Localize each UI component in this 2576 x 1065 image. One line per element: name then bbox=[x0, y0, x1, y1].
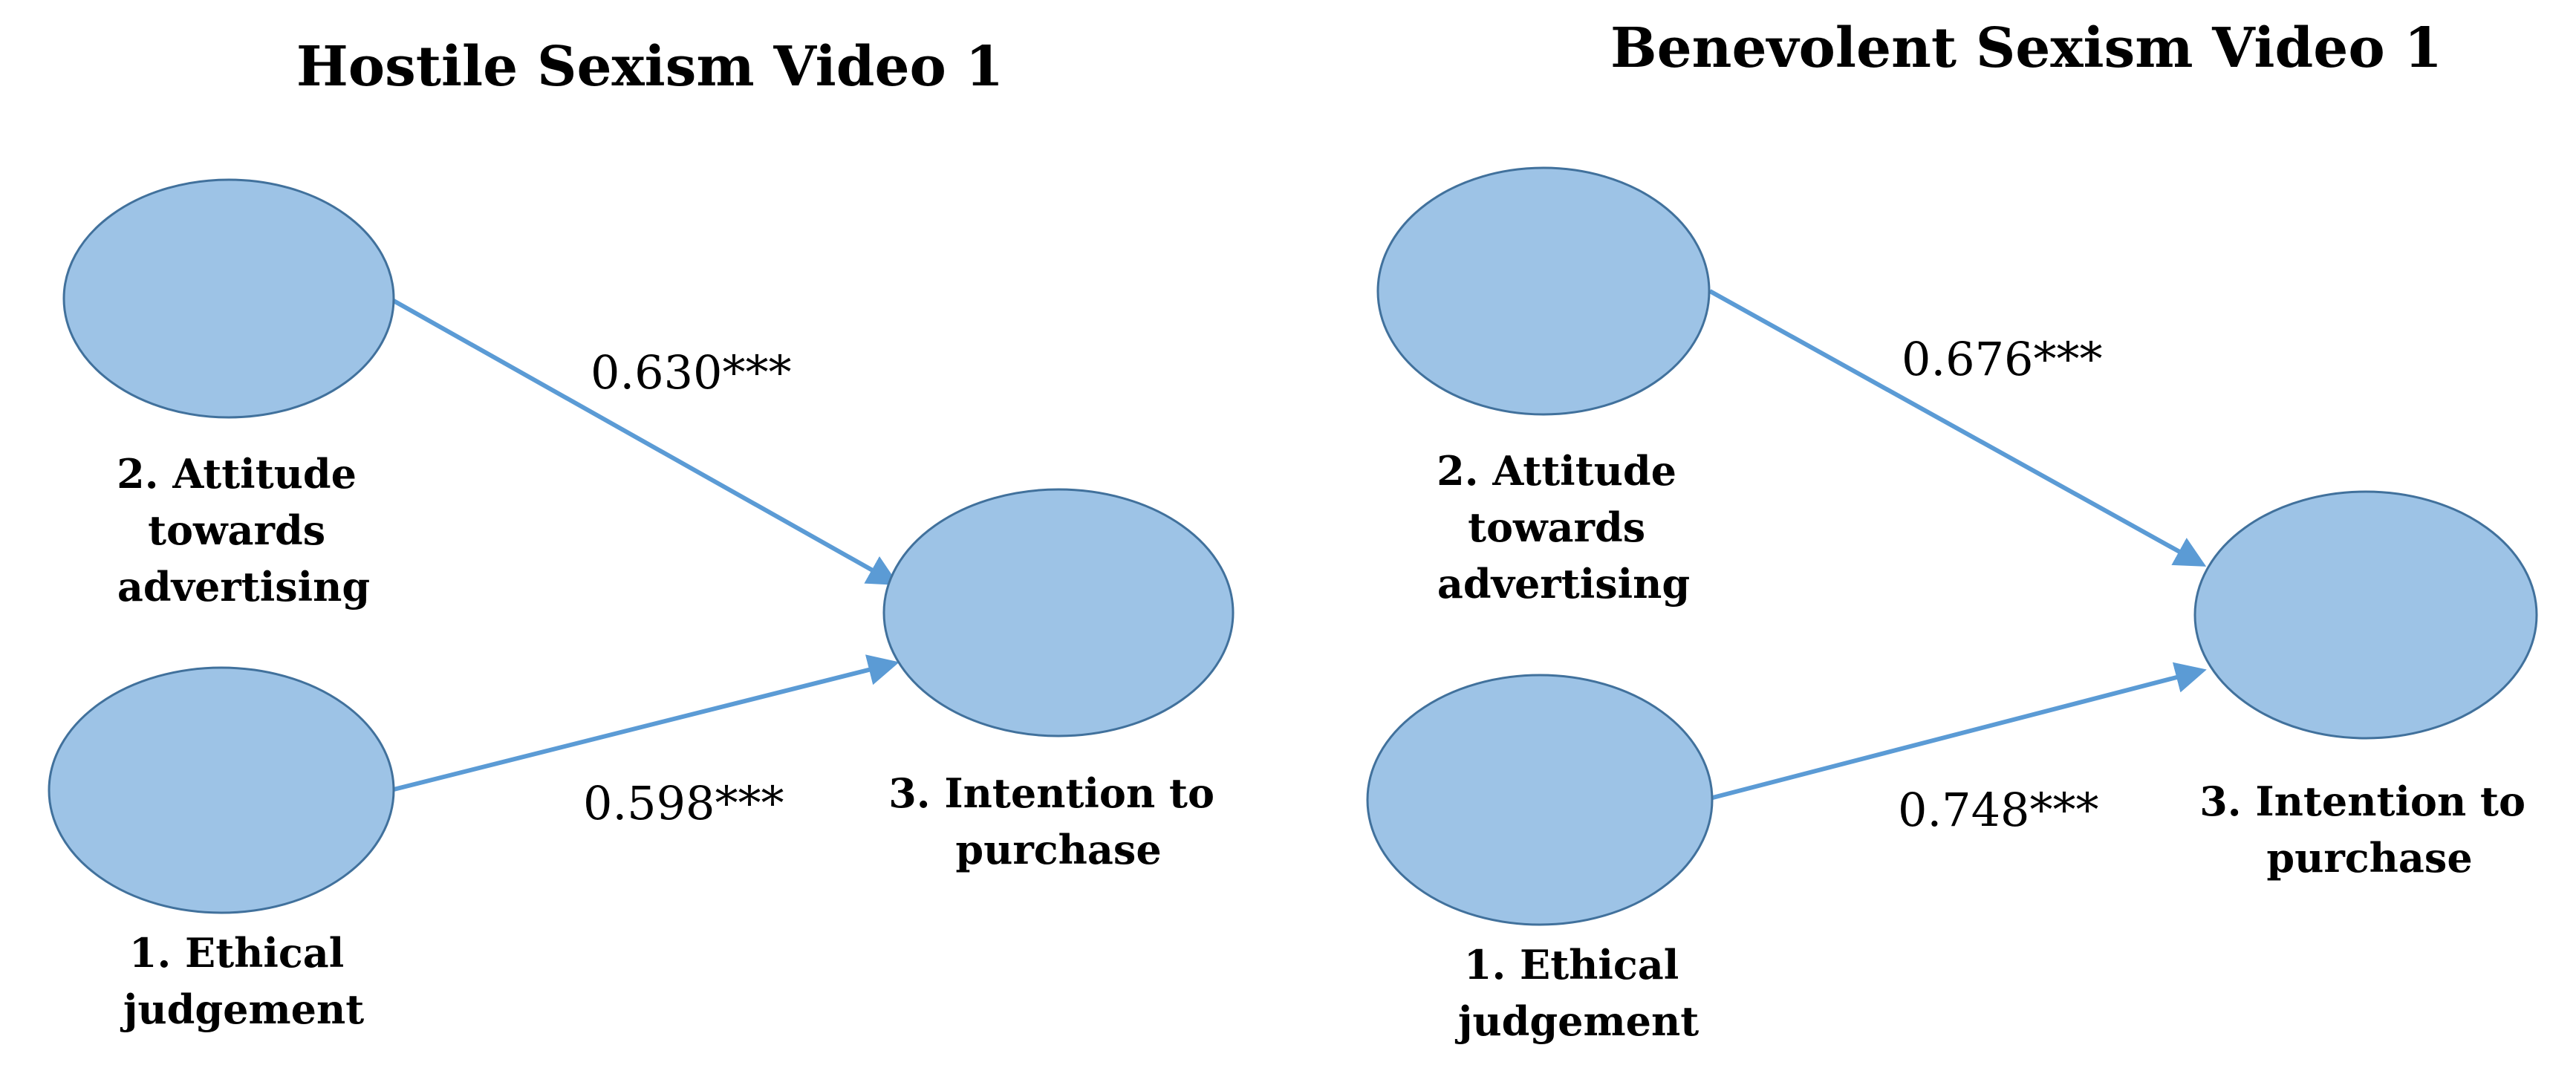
label-line: towards bbox=[148, 507, 325, 554]
label-line: judgement bbox=[120, 986, 364, 1033]
label-line: 2. Attitude bbox=[117, 450, 357, 498]
node-intention-to-purchase bbox=[882, 488, 1235, 737]
label-line: 1. Ethical bbox=[1464, 941, 1679, 989]
panel-hostile-sexism: Hostile Sexism Video 1 0.630*** 0.598***… bbox=[48, 35, 1235, 1033]
label-line: 1. Ethical bbox=[129, 929, 344, 977]
node-intention-to-purchase bbox=[2193, 490, 2538, 740]
panel-benevolent-sexism: Benevolent Sexism Video 1 0.676*** 0.748… bbox=[1366, 16, 2540, 1045]
node-ethical-judgement bbox=[1366, 674, 1714, 926]
node-label-attitude: 2. Attitude towards advertising bbox=[117, 450, 371, 610]
label-line: advertising bbox=[117, 563, 370, 610]
node-attitude-towards-advertising bbox=[62, 178, 395, 419]
path-arrow-ethical-to-intention bbox=[1709, 662, 2207, 801]
coefficient-attitude-to-intention: 0.630*** bbox=[591, 345, 792, 400]
label-line: 2. Attitude bbox=[1437, 447, 1676, 495]
coefficient-ethical-to-intention: 0.748*** bbox=[1898, 783, 2099, 837]
node-attitude-towards-advertising bbox=[1376, 166, 1711, 416]
path-arrow-ethical-to-intention bbox=[393, 654, 900, 792]
path-arrow-attitude-to-intention bbox=[1708, 289, 2207, 567]
label-line: towards bbox=[1468, 504, 1645, 551]
node-label-intention: 3. Intention to purchase bbox=[888, 769, 1229, 873]
path-arrow-attitude-to-intention bbox=[392, 299, 900, 585]
label-line: purchase bbox=[955, 826, 1161, 873]
label-line: advertising bbox=[1437, 560, 1690, 608]
node-label-ethical: 1. Ethical judgement bbox=[120, 929, 364, 1033]
label-line: 3. Intention to bbox=[2199, 778, 2525, 825]
node-label-attitude: 2. Attitude towards advertising bbox=[1437, 447, 1691, 608]
panel-title: Benevolent Sexism Video 1 bbox=[1610, 16, 2442, 80]
node-ethical-judgement bbox=[48, 666, 395, 914]
node-label-ethical: 1. Ethical judgement bbox=[1454, 941, 1699, 1045]
label-line: judgement bbox=[1454, 997, 1699, 1045]
label-line: 3. Intention to bbox=[888, 769, 1214, 817]
coefficient-ethical-to-intention: 0.598*** bbox=[583, 776, 784, 830]
panel-title: Hostile Sexism Video 1 bbox=[296, 35, 1004, 99]
node-label-intention: 3. Intention to purchase bbox=[2199, 778, 2540, 882]
label-line: purchase bbox=[2266, 834, 2472, 882]
coefficient-attitude-to-intention: 0.676*** bbox=[1902, 332, 2103, 386]
